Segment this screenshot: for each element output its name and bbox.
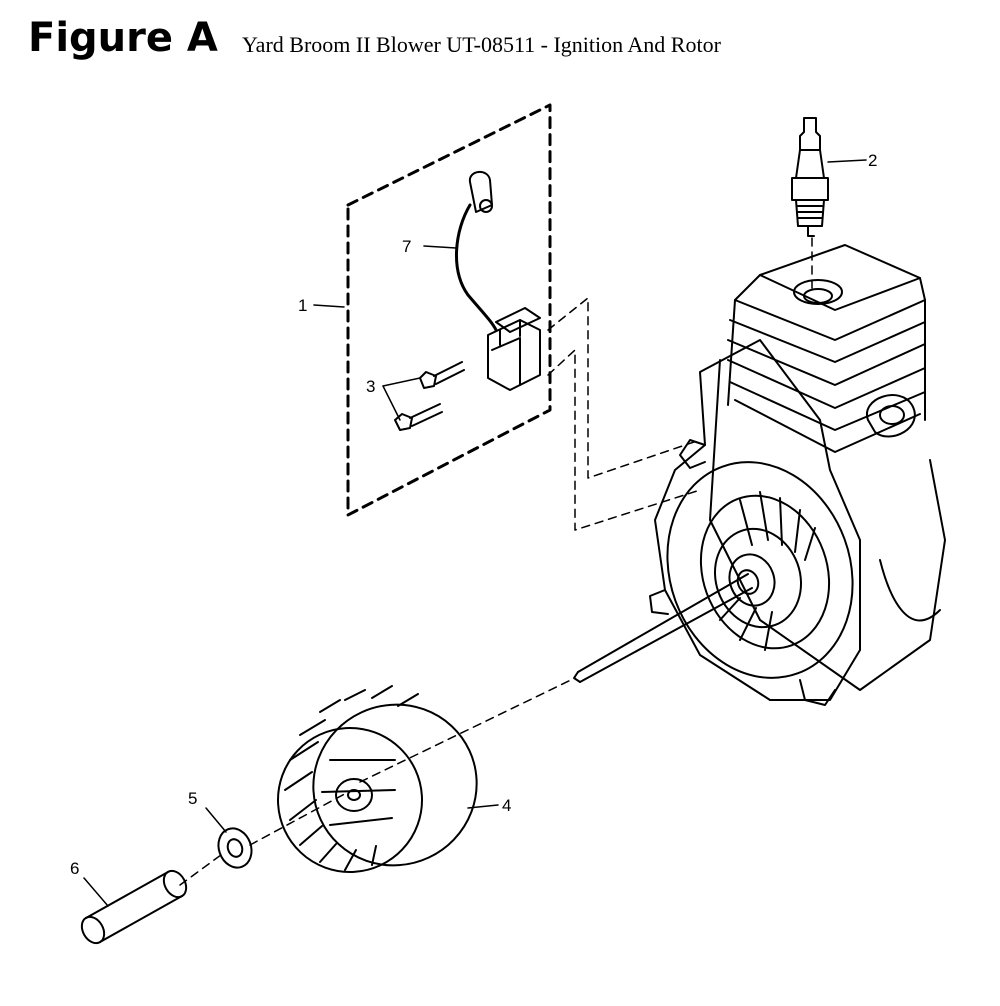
callout-7: 7 (402, 237, 411, 256)
callout-2: 2 (868, 151, 877, 170)
engine-block (573, 244, 946, 706)
spark-plug (791, 117, 829, 237)
callout-1: 1 (298, 296, 307, 315)
callout-4: 4 (502, 796, 511, 815)
callout-3: 3 (366, 377, 375, 396)
ignition-module-enclosure (346, 103, 552, 517)
diagram-subtitle: Yard Broom II Blower UT-08511 - Ignition… (242, 32, 721, 57)
alignment-lines (179, 237, 813, 886)
ignition-lead-wire (454, 171, 498, 332)
screws (394, 361, 465, 431)
ignition-coil (487, 307, 541, 391)
callout-6: 6 (70, 859, 79, 878)
flywheel (277, 685, 478, 873)
leader-lines (83, 159, 867, 907)
tool-pin (80, 869, 188, 945)
callout-5: 5 (188, 789, 197, 808)
figure-label: Figure A (28, 15, 218, 61)
washer (217, 827, 253, 869)
